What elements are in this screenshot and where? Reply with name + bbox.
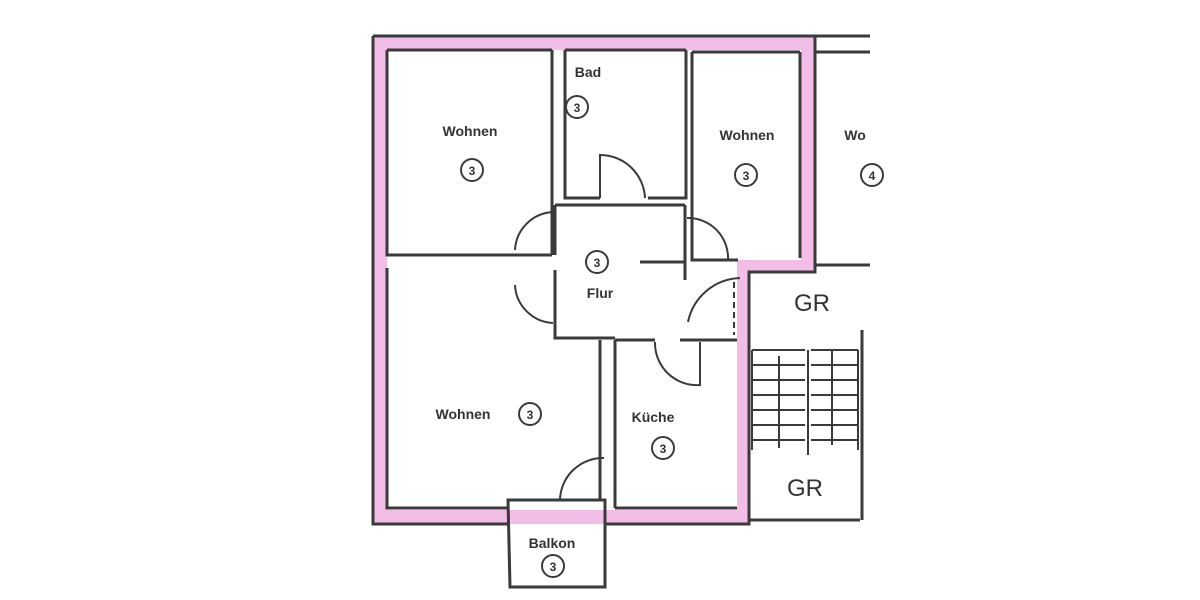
room-flur: 3 Flur	[585, 250, 614, 301]
room-number: 3	[574, 101, 581, 115]
room-label: Balkon	[529, 535, 576, 551]
room-wohnen-1: Wohnen 3	[443, 123, 498, 182]
room-bad: Bad 3	[565, 64, 601, 119]
room-number-circle	[860, 163, 884, 187]
room-number: 3	[469, 164, 476, 178]
staircase	[751, 349, 859, 455]
room-number-circle	[734, 163, 758, 187]
stairwell-label: GR	[794, 290, 830, 317]
room-label: Flur	[587, 285, 614, 301]
room-number: 4	[869, 169, 876, 183]
room-label: Wohnen	[436, 406, 491, 422]
room-label: Wohnen	[720, 127, 775, 143]
room-number-circle	[651, 436, 675, 460]
room-number-circle	[518, 402, 542, 426]
room-number-circle	[460, 158, 484, 182]
room-number: 3	[527, 408, 534, 422]
room-wohnen-partial: Wo 4	[844, 127, 884, 187]
room-number: 3	[660, 442, 667, 456]
room-label: Küche	[632, 409, 675, 425]
room-balkon: Balkon 3	[529, 535, 576, 578]
room-kueche: Küche 3	[632, 409, 675, 460]
room-label: Wo	[844, 127, 866, 143]
stairwell-label: GR	[787, 475, 823, 502]
room-label: Wohnen	[443, 123, 498, 139]
room-label: Bad	[575, 64, 601, 80]
room-number: 3	[594, 256, 601, 270]
room-number: 3	[743, 169, 750, 183]
room-wohnen-2: Wohnen 3	[720, 127, 775, 187]
room-number-circle	[565, 95, 589, 119]
wall-lines	[371, 34, 870, 589]
room-number: 3	[550, 560, 557, 574]
exterior-walls	[373, 36, 815, 524]
room-wohnen-3: Wohnen 3	[436, 402, 542, 426]
room-number-circle	[541, 554, 565, 578]
room-number-circle	[585, 250, 609, 274]
